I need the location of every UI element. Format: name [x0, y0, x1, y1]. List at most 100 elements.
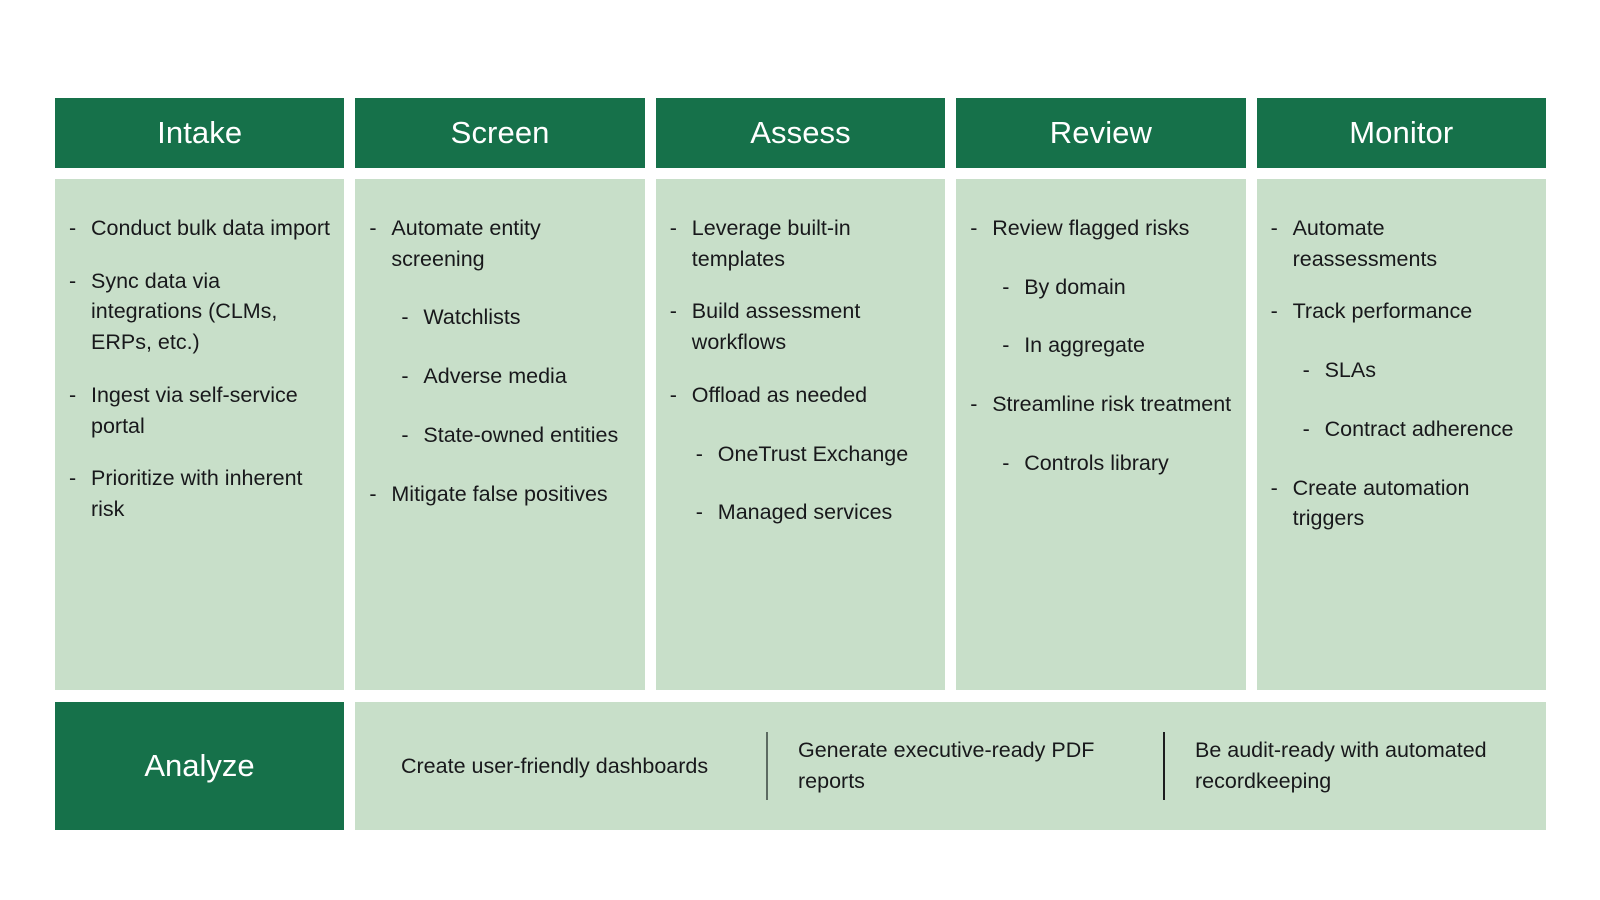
bullet-text: By domain: [1024, 274, 1126, 299]
bullet-text: Leverage built-in templates: [691, 216, 851, 271]
bullet-dash-icon: -: [401, 364, 409, 389]
bullet-dash-icon: -: [69, 216, 77, 240]
bullet-text: Watchlists: [423, 305, 521, 330]
list-item: - Automate reassessments: [1271, 213, 1532, 274]
bullet-text: In aggregate: [1024, 333, 1145, 358]
stage-body-assess: - Leverage built-in templates - Build as…: [655, 179, 946, 690]
stage-column-intake: Intake - Conduct bulk data import - Sync…: [55, 98, 345, 690]
stage-header-intake[interactable]: Intake: [55, 98, 345, 168]
list-item: - Streamline risk treatment: [970, 389, 1231, 420]
list-item: - Sync data via integrations (CLMs, ERPs…: [69, 266, 330, 358]
bullet-text: Offload as needed: [691, 382, 868, 407]
bullet-text: Create automation triggers: [1292, 475, 1470, 531]
bullet-text: SLAs: [1324, 358, 1376, 383]
list-item: - Mitigate false positives: [369, 479, 630, 510]
list-item-sub: - Watchlists: [401, 302, 630, 333]
stage-column-assess: Assess - Leverage built-in templates - B…: [655, 98, 946, 690]
bullet-dash-icon: -: [695, 500, 703, 525]
stage-header-monitor[interactable]: Monitor: [1256, 98, 1546, 168]
bullet-text: Track performance: [1292, 299, 1473, 324]
bullet-text: Conduct bulk data import: [91, 216, 331, 240]
list-item: - Leverage built-in templates: [670, 213, 931, 274]
bullet-text: Contract adherence: [1324, 416, 1514, 441]
bullet-dash-icon: -: [669, 299, 677, 324]
analyze-item-recordkeeping: Be audit-ready with automated recordkeep…: [1149, 735, 1546, 796]
bullet-list-assess: - Leverage built-in templates - Build as…: [670, 213, 931, 528]
analyze-label-block[interactable]: Analyze: [55, 702, 344, 830]
bullet-text: State-owned entities: [423, 422, 619, 447]
analyze-gap: [344, 702, 355, 830]
list-item-sub: - SLAs: [1303, 355, 1532, 386]
stage-title-intake: Intake: [157, 115, 243, 150]
bullet-dash-icon: -: [669, 382, 677, 407]
bullet-dash-icon: -: [1002, 450, 1010, 475]
bullet-dash-icon: -: [69, 382, 77, 407]
bullet-dash-icon: -: [1270, 299, 1278, 324]
list-item: - Review flagged risks: [970, 213, 1231, 244]
bullet-text: OneTrust Exchange: [717, 441, 909, 466]
bullet-list-monitor: - Automate reassessments - Track perform…: [1271, 213, 1532, 534]
list-item: - Prioritize with inherent risk: [69, 463, 330, 524]
bullet-dash-icon: -: [69, 466, 77, 491]
bullet-dash-icon: -: [401, 305, 409, 330]
bullet-dash-icon: -: [669, 216, 677, 240]
list-item-sub: - Managed services: [696, 497, 931, 528]
stage-header-screen[interactable]: Screen: [355, 98, 645, 168]
list-item-sub: - By domain: [1002, 272, 1231, 303]
analyze-item-dashboards: Create user-friendly dashboards: [355, 751, 752, 782]
stage-header-review[interactable]: Review: [956, 98, 1246, 168]
analyze-item-reports: Generate executive-ready PDF reports: [752, 735, 1149, 796]
bullet-dash-icon: -: [970, 216, 978, 240]
bullet-text: Automate reassessments: [1292, 216, 1438, 271]
stage-column-review: Review - Review flagged risks - By domai…: [956, 98, 1246, 690]
bullet-text: Ingest via self-service portal: [91, 382, 298, 438]
bullet-list-review: - Review flagged risks - By domain - In …: [970, 213, 1231, 479]
bullet-text: Sync data via integrations (CLMs, ERPs, …: [91, 268, 278, 355]
bullet-text: Prioritize with inherent risk: [91, 466, 303, 522]
analyze-row: Analyze Create user-friendly dashboards …: [55, 702, 1546, 830]
bullet-dash-icon: -: [1270, 475, 1278, 500]
stage-body-intake: - Conduct bulk data import - Sync data v…: [55, 179, 345, 690]
list-item-sub: - State-owned entities: [401, 420, 630, 451]
bullet-text: Adverse media: [423, 364, 567, 389]
bullet-text: Streamline risk treatment: [992, 392, 1232, 417]
list-item-sub: - Controls library: [1002, 448, 1231, 479]
stage-title-assess: Assess: [750, 115, 851, 150]
bullet-dash-icon: -: [970, 392, 978, 417]
stage-title-monitor: Monitor: [1349, 115, 1454, 150]
bullet-text: Controls library: [1024, 450, 1169, 475]
stage-body-monitor: - Automate reassessments - Track perform…: [1256, 179, 1546, 690]
bullet-text: Automate entity screening: [391, 216, 541, 271]
list-item-sub: - Adverse media: [401, 361, 630, 392]
stage-body-screen: - Automate entity screening - Watchlists…: [355, 179, 645, 690]
list-item-sub: - OneTrust Exchange: [696, 439, 931, 470]
bullet-list-screen: - Automate entity screening - Watchlists…: [369, 213, 630, 509]
list-item-sub: - In aggregate: [1002, 330, 1231, 361]
bullet-text: Managed services: [717, 500, 893, 525]
bullet-text: Review flagged risks: [992, 216, 1190, 240]
bullet-dash-icon: -: [1302, 358, 1310, 383]
stage-header-assess[interactable]: Assess: [655, 98, 946, 168]
stage-columns: Intake - Conduct bulk data import - Sync…: [55, 98, 1546, 690]
analyze-item-text: Be audit-ready with automated recordkeep…: [1195, 738, 1487, 793]
list-item: - Automate entity screening: [369, 213, 630, 274]
stage-column-monitor: Monitor - Automate reassessments - Track…: [1256, 98, 1546, 690]
bullet-text: Build assessment workflows: [691, 299, 861, 355]
bullet-list-intake: - Conduct bulk data import - Sync data v…: [69, 213, 330, 525]
bullet-dash-icon: -: [369, 216, 377, 240]
analyze-item-text: Create user-friendly dashboards: [401, 753, 709, 778]
bullet-text: Mitigate false positives: [391, 481, 608, 506]
bullet-dash-icon: -: [69, 268, 77, 293]
bullet-dash-icon: -: [1270, 216, 1278, 240]
bullet-dash-icon: -: [1002, 274, 1010, 299]
list-item-sub: - Contract adherence: [1303, 414, 1532, 445]
analyze-items: Create user-friendly dashboards Generate…: [355, 702, 1546, 830]
stage-title-screen: Screen: [450, 115, 550, 150]
list-item: - Ingest via self-service portal: [69, 380, 330, 441]
bullet-dash-icon: -: [1002, 333, 1010, 358]
bullet-dash-icon: -: [369, 481, 377, 506]
stage-title-review: Review: [1049, 115, 1153, 150]
analyze-item-text: Generate executive-ready PDF reports: [798, 738, 1095, 793]
bullet-dash-icon: -: [1302, 416, 1310, 441]
list-item: - Track performance: [1271, 296, 1532, 327]
